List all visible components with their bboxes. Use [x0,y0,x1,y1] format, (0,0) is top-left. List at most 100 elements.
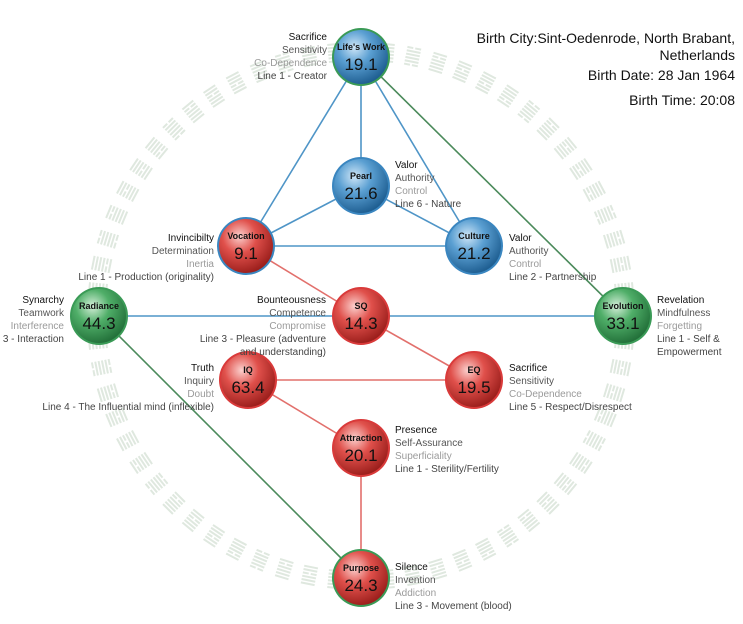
label-title: Revelation [657,295,705,306]
hexagram-icon [517,99,541,124]
sphere-name: EQ [467,365,480,375]
sphere-ball [221,353,275,407]
hexagram-icon [553,136,578,160]
hexagram-icon [452,60,473,84]
label-title: Invincibilty [167,233,214,244]
birth-time: Birth Time: 20:08 [629,92,735,108]
hexagram-icon [225,71,247,95]
sphere-value: 21.6 [344,184,377,203]
sphere-value: 21.2 [457,244,490,263]
label-shadow: Co-Dependence [509,389,582,400]
birth-city-line-2: Netherlands [659,47,736,63]
label-line: Line 1 - Production (originality) [78,272,214,283]
hexagram-icon [116,430,140,452]
hexagram-icon [609,358,632,377]
hexagram-icon [582,430,606,452]
hexagram-icon [403,45,422,68]
hexagram-icon [96,229,120,249]
hexagram-icon [162,117,186,141]
label-shadow: Forgetting [657,321,703,332]
hexagram-icon [181,508,205,533]
label-gift: Inquiry [183,376,214,387]
label-title: Silence [395,562,428,573]
sphere-iq[interactable]: IQ 63.4 [219,351,277,409]
label-line: Line 5 - Respect/Disrespect [509,402,632,413]
label-shadow: Control [395,186,428,197]
hexagram-icon [582,180,606,202]
hexagram-icon [249,60,270,84]
label-title: Presence [395,425,438,436]
sphere-name: Culture [458,231,490,241]
label-line: Line 6 - Nature [395,199,462,210]
label-line: Line 4 - The Influential mind (inflexibl… [42,402,214,413]
label-line: Line 1 - Sterility/Fertility [395,464,499,475]
label-shadow: Co-Dependence [254,58,327,69]
hexagram-icon [129,157,153,181]
hexagram-icon [593,204,617,225]
label-shadow: Compromise [269,321,326,332]
sphere-eq[interactable]: EQ 19.5 [445,351,503,409]
label-shadow: Inertia [186,259,214,270]
hexagram-icon [202,524,226,548]
sphere-value: 19.1 [344,55,377,74]
sphere-name: Pearl [350,171,372,181]
label-line: Line 3 - Pleasure (adventure and underst… [199,334,326,358]
hexagram-icon [475,537,497,561]
sphere-name: Evolution [603,301,644,311]
birth-city-line-1: Birth City:Sint-Oedenrode, North Brabant… [476,30,735,46]
sphere-ball [596,289,650,343]
label-gift: Determination [151,246,214,257]
sphere-ball [334,159,388,213]
hexagram-icon [517,508,541,533]
hexagram-icon [403,564,422,587]
hexagram-icon [162,491,186,515]
sphere-ball [447,219,501,273]
link-lifes-work-culture [360,56,475,247]
birth-city: Birth City:Sint-Oedenrode, North Brabant… [477,30,735,64]
hexagram-icon [225,537,247,561]
sphere-culture[interactable]: Culture 21.2 [445,217,503,275]
hexagram-icon [116,180,140,202]
sphere-name: IQ [243,365,253,375]
hexagram-icon [300,564,319,587]
label-gift: Invention [395,575,436,586]
hexagram-icon [609,255,632,274]
hexagram-icon [129,451,153,475]
hexagram-icon [428,557,448,581]
sphere-ball [72,289,126,343]
sphere-pearl[interactable]: Pearl 21.6 [332,157,390,215]
hexagram-icon [144,472,169,496]
label-title: Sacrifice [288,32,327,43]
sphere-ball [334,30,388,84]
link-lifes-work-evolution [360,56,624,317]
hexagram-icon [569,451,593,475]
sphere-value: 63.4 [231,378,264,397]
hexagram-icon [602,229,626,249]
hexagram-icon [553,472,578,496]
sphere-value: 19.5 [457,378,490,397]
label-title: Valor [509,233,532,244]
hexagram-icon [90,358,113,377]
link-radiance-purpose [98,315,362,579]
sphere-lifes-work[interactable]: Life's Work 19.1 [332,28,390,86]
label-shadow: Addiction [395,588,437,599]
sphere-name: Life's Work [337,42,386,52]
label-shadow: Control [509,259,542,270]
hexagram-icon [452,548,473,572]
label-gift: Self-Assurance [395,438,463,449]
label-shadow: Superficiality [395,451,452,462]
